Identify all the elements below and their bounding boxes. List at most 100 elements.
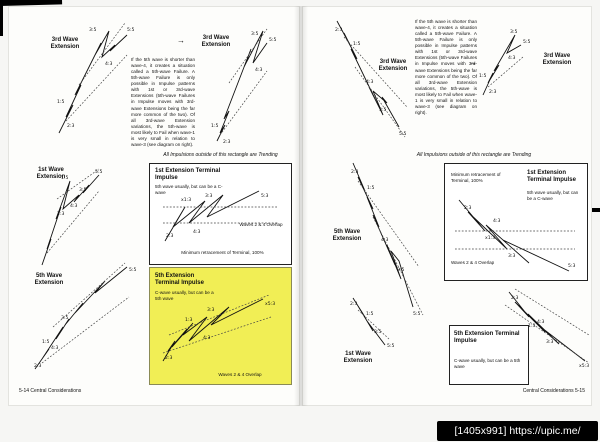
page-footer-right: Central Considerations 5-15 bbox=[522, 388, 585, 394]
retracement-note: Minimum retracement of Terminal, 100% bbox=[451, 172, 501, 183]
box-title: 1st Extension Terminal Impulse bbox=[527, 170, 576, 184]
svg-text:5:5: 5:5 bbox=[127, 27, 134, 33]
book-spine-shadow bbox=[294, 6, 308, 406]
d11-svg: x1:3 2:3 3:3 4:3 5:3 bbox=[455, 199, 575, 272]
svg-text:3:3: 3:3 bbox=[205, 193, 212, 199]
box-subtitle: C-wave usually, but can be a 5th wave bbox=[155, 290, 214, 301]
svg-text:2:3: 2:3 bbox=[165, 355, 172, 361]
svg-text:x1:3: x1:3 bbox=[485, 235, 495, 241]
svg-text:4:3: 4:3 bbox=[51, 345, 58, 351]
svg-text:2:3: 2:3 bbox=[166, 233, 173, 239]
svg-text:4:3: 4:3 bbox=[493, 218, 500, 224]
terminal-impulse-box-5th-right: 5th Extension Terminal Impulse C-wave us… bbox=[449, 325, 529, 385]
svg-text:3:5: 3:5 bbox=[379, 107, 386, 113]
svg-text:3:3: 3:3 bbox=[546, 339, 553, 345]
svg-text:x1:3: x1:3 bbox=[181, 197, 191, 203]
svg-text:3:5: 3:5 bbox=[397, 267, 404, 273]
svg-text:1:5: 1:5 bbox=[367, 185, 374, 191]
page-footer-left: 5-14 Central Considerations bbox=[19, 388, 82, 394]
svg-text:4:3: 4:3 bbox=[70, 203, 77, 209]
box-subtitle: 5th wave usually, but can be a C-wave bbox=[155, 184, 223, 195]
svg-text:1:5: 1:5 bbox=[353, 41, 360, 47]
svg-text:5:5: 5:5 bbox=[387, 343, 394, 349]
svg-text:4:3: 4:3 bbox=[203, 335, 210, 341]
svg-text:5:5: 5:5 bbox=[269, 37, 276, 43]
svg-text:3:5: 3:5 bbox=[510, 29, 517, 35]
svg-text:1:5: 1:5 bbox=[479, 73, 486, 79]
svg-text:2:3: 2:3 bbox=[350, 301, 357, 307]
svg-text:4:3: 4:3 bbox=[537, 319, 544, 325]
svg-text:4:3: 4:3 bbox=[255, 67, 262, 73]
svg-text:5:3: 5:3 bbox=[568, 263, 575, 269]
svg-text:3:3: 3:3 bbox=[508, 253, 515, 259]
trending-note-left: All Impulsions outside of this rectangle… bbox=[163, 152, 278, 158]
svg-text:4:3: 4:3 bbox=[381, 237, 388, 243]
d6-svg: 1:32:33:34:3x5:3 bbox=[162, 294, 275, 362]
box-subtitle: C-wave usually, but can be a 5th wave bbox=[454, 358, 521, 369]
d9-svg: 1:52:33:54:35:5 bbox=[351, 162, 424, 317]
label-5th-wave-extension-right: 5th Wave Extension bbox=[332, 229, 362, 243]
svg-text:1:3: 1:3 bbox=[185, 317, 192, 323]
svg-text:3:5: 3:5 bbox=[251, 31, 258, 37]
scan-artifact-right-edge bbox=[592, 208, 600, 212]
arrow-right-icon: → bbox=[469, 58, 477, 67]
svg-text:2:3: 2:3 bbox=[511, 295, 518, 301]
svg-text:2:3: 2:3 bbox=[223, 139, 230, 145]
d10-svg: 1:5 2:3 3:5 5:5 bbox=[350, 297, 394, 349]
overlap-note: Waves 2 & 4 Overlap bbox=[451, 260, 495, 265]
svg-text:1:3: 1:3 bbox=[528, 323, 535, 329]
d3-svg: 1:52:33:54:35:5 bbox=[41, 168, 102, 266]
terminal-impulse-box-5th-left: 5th Extension Terminal Impulse C-wave us… bbox=[149, 267, 292, 385]
box-title: 1st Extension Terminal Impulse bbox=[155, 168, 221, 182]
box-title: 5th Extension Terminal Impulse bbox=[155, 273, 204, 287]
d4-svg: x1:3 2:3 3:3 4:3 5:3 bbox=[163, 190, 277, 242]
image-host-watermark: [1405x991] https://upic.me/ bbox=[437, 421, 598, 441]
svg-text:x5:3: x5:3 bbox=[265, 301, 275, 307]
d1-svg: 1:5 2:3 3:5 4:3 5:5 bbox=[57, 22, 134, 134]
svg-text:3:5: 3:5 bbox=[374, 329, 381, 335]
svg-text:3:5: 3:5 bbox=[89, 27, 96, 33]
svg-text:4:3: 4:3 bbox=[508, 55, 515, 61]
svg-text:1:5: 1:5 bbox=[211, 123, 218, 129]
svg-text:2:3: 2:3 bbox=[351, 169, 358, 175]
fifth-wave-failure-paragraph-left: If the 5th wave is shorter than wave-4, … bbox=[131, 57, 195, 147]
box-title: 5th Extension Terminal Impulse bbox=[454, 331, 520, 345]
svg-text:2:3: 2:3 bbox=[57, 211, 64, 217]
d7-svg: 1:52:33:54:35:5 bbox=[335, 20, 408, 138]
left-page: 3rd Wave Extension 1:5 2:3 3:5 4:3 5:5 If th… bbox=[8, 6, 300, 406]
scan-artifact-left-edge bbox=[0, 0, 3, 36]
d5-svg: 1:52:33:54:35:5 bbox=[34, 262, 136, 370]
svg-text:5:3: 5:3 bbox=[261, 193, 268, 199]
label-3rd-wave-extension-left-b: 3rd Wave Extension bbox=[201, 35, 231, 49]
wave-diagram-1st-extension-right: 1:5 2:3 3:5 5:5 bbox=[345, 293, 399, 349]
svg-text:1:5: 1:5 bbox=[57, 99, 64, 105]
svg-text:4:3: 4:3 bbox=[105, 61, 112, 67]
arrow-right-icon: → bbox=[177, 36, 185, 45]
terminal-impulse-box-1st-left: 1st Extension Terminal Impulse 5th wave … bbox=[149, 163, 292, 265]
wave-diagram-terminal-1st-right: x1:3 2:3 3:3 4:3 5:3 bbox=[453, 195, 581, 275]
svg-text:5:5: 5:5 bbox=[95, 169, 102, 175]
svg-text:3:5: 3:5 bbox=[61, 315, 68, 321]
svg-text:3:5: 3:5 bbox=[79, 187, 86, 193]
svg-text:5:5: 5:5 bbox=[399, 131, 406, 137]
overlap-note: Waves 2 & 4 Overlap bbox=[239, 222, 283, 227]
wave-diagram-terminal-1st-left: x1:3 2:3 3:3 4:3 5:3 bbox=[161, 189, 283, 247]
retracement-note: Minimum retracement of Terminal, 100% bbox=[181, 250, 264, 255]
svg-text:2:3: 2:3 bbox=[335, 27, 342, 33]
svg-text:5:5: 5:5 bbox=[523, 39, 530, 45]
svg-text:4:3: 4:3 bbox=[193, 229, 200, 235]
d2-svg: 1:5 2:3 3:5 4:3 5:5 bbox=[211, 28, 276, 145]
svg-text:2:3: 2:3 bbox=[67, 123, 74, 129]
svg-text:2:3: 2:3 bbox=[464, 205, 471, 211]
svg-text:1:5: 1:5 bbox=[366, 311, 373, 317]
label-3rd-wave-extension-right-b: 3rd Wave Extension bbox=[542, 53, 572, 67]
label-3rd-wave-extension-right-a: 3rd Wave Extension bbox=[378, 59, 408, 73]
